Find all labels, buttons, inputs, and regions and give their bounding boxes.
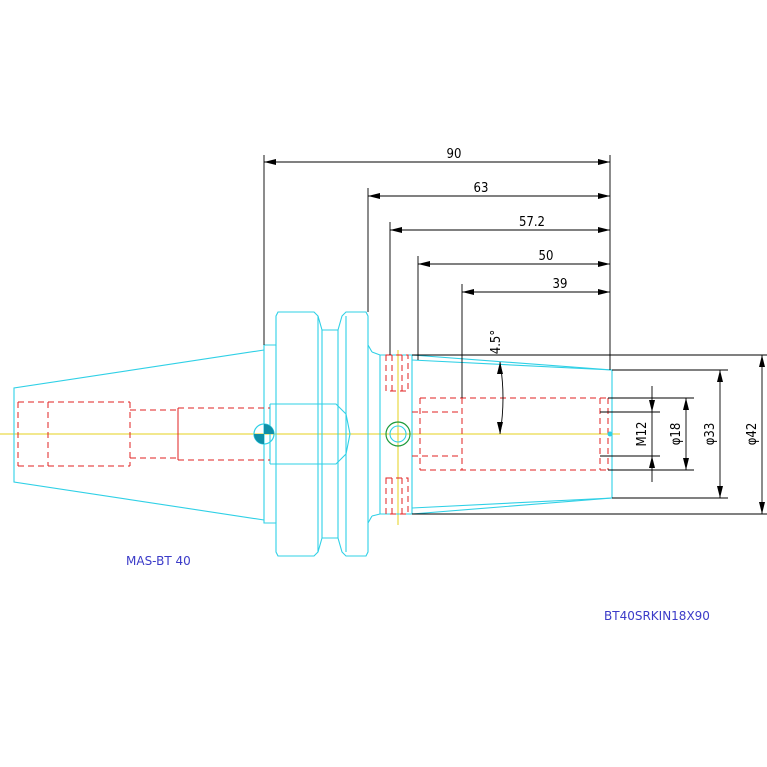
side-screw-bottom — [385, 477, 409, 515]
gauge-point-mark — [253, 423, 275, 445]
dim-63-label: 63 — [474, 181, 489, 196]
dim-phi42-label: φ42 — [745, 423, 760, 446]
dimension-57-2: 57.2 — [389, 215, 610, 355]
dim-90-label: 90 — [447, 147, 462, 162]
dim-39-label: 39 — [553, 277, 568, 292]
nose-hidden-lines — [412, 397, 609, 471]
dimension-phi18: φ18 — [608, 397, 694, 471]
taper-shank — [13, 349, 265, 521]
side-screw-top — [385, 354, 409, 392]
standard-label: MAS-BT 40 — [126, 554, 191, 568]
dim-57-label: 57.2 — [519, 215, 545, 230]
dim-phi18-label: φ18 — [669, 423, 684, 446]
angle-label: 4.5° — [489, 330, 504, 354]
dimension-90: 90 — [263, 147, 611, 370]
dim-phi33-label: φ33 — [703, 423, 718, 446]
part-number-label: BT40SRKIN18X90 — [604, 609, 710, 623]
tip-point-mark — [607, 431, 613, 437]
angle-dimension: 4.5° — [489, 330, 504, 435]
dimension-phi42: φ42 — [412, 354, 767, 515]
dimension-m12: M12 — [600, 386, 660, 482]
pilot-hole-mark — [385, 421, 411, 447]
dimension-phi33: φ33 — [612, 369, 728, 499]
dimension-39: 39 — [461, 277, 610, 398]
dimension-63: 63 — [367, 181, 610, 312]
flange — [263, 311, 373, 557]
dim-50-label: 50 — [539, 249, 554, 264]
dimension-50: 50 — [417, 249, 610, 360]
dim-m12-label: M12 — [635, 422, 650, 447]
taper-hidden-lines — [17, 401, 270, 467]
